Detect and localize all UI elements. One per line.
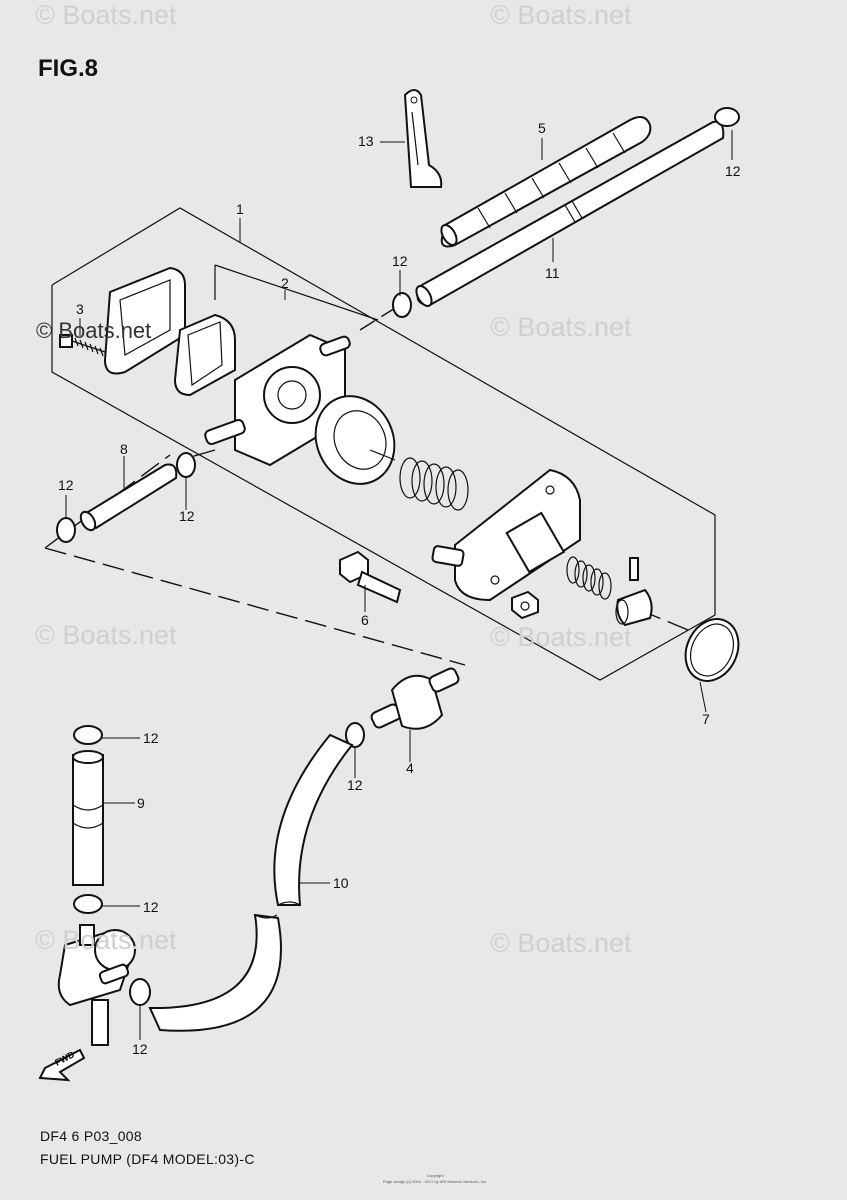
- callout-4: 4: [406, 760, 414, 776]
- pump-diaphragm: [314, 395, 396, 485]
- callout-11: 11: [545, 265, 560, 281]
- page-design-notice: Page design (c) 2004 - 2017 by ARI Netwo…: [382, 1179, 488, 1184]
- watermark: © Boats.net: [490, 928, 632, 958]
- callout-13: 13: [358, 133, 374, 149]
- callout-12-h: 12: [132, 1041, 148, 1057]
- part-13-clip: [403, 89, 443, 188]
- part-10-hose: [148, 733, 354, 1032]
- copyright-label: Copyright: [426, 1173, 444, 1178]
- part-3-screw: [59, 334, 106, 357]
- part-12-clip-e: [345, 722, 365, 748]
- pump-gasket: [173, 313, 236, 397]
- watermark: © Boats.net: [36, 318, 152, 343]
- watermark: © Boats.net: [35, 0, 177, 30]
- callout-3: 3: [76, 301, 84, 317]
- watermark: © Boats.net: [35, 620, 177, 650]
- callout-8: 8: [120, 441, 128, 457]
- callout-5: 5: [538, 120, 546, 136]
- pump-cover: [431, 468, 581, 602]
- callout-12-a: 12: [725, 163, 741, 179]
- part-5-hose: [440, 115, 652, 248]
- watermark: © Boats.net: [35, 925, 177, 955]
- part-11-hose: [415, 120, 725, 307]
- figure-title: FIG.8: [38, 55, 99, 82]
- part-6-bolt: [339, 550, 402, 604]
- part-12-clip-d: [56, 517, 76, 543]
- watermark: © Boats.net: [490, 0, 632, 30]
- leader-lines: [65, 130, 733, 1040]
- callout-9: 9: [137, 795, 145, 811]
- pump-pin: [629, 557, 639, 581]
- part-12-clip-b: [714, 107, 740, 127]
- callout-12-d: 12: [58, 477, 74, 493]
- part-8-hose: [79, 463, 178, 532]
- callout-12-g: 12: [143, 899, 159, 915]
- part-9-hose: [72, 750, 104, 886]
- part-12-clip-c: [176, 452, 196, 478]
- part-12-clip-h: [129, 978, 151, 1006]
- part-4-fuel-filter: [370, 667, 460, 730]
- part-12-clip-f: [73, 725, 103, 745]
- callout-6: 6: [361, 612, 369, 628]
- callout-12-b: 12: [392, 253, 408, 269]
- callout-12-f: 12: [143, 730, 159, 746]
- part-7-o-ring: [684, 618, 740, 682]
- pump-nut: [511, 590, 539, 620]
- fuel-cock: [57, 924, 136, 1046]
- watermark: © Boats.net: [490, 622, 632, 652]
- callout-12-e: 12: [347, 777, 363, 793]
- callout-1: 1: [236, 201, 244, 217]
- callout-2: 2: [281, 275, 289, 291]
- part-12-clip-a: [392, 292, 412, 318]
- callout-7: 7: [702, 711, 710, 727]
- fwd-arrow-icon: FWD: [38, 1048, 86, 1082]
- watermark: © Boats.net: [490, 312, 632, 342]
- diagram-caption: FUEL PUMP (DF4 MODEL:03)-C: [40, 1151, 255, 1167]
- part-12-clip-g: [73, 894, 103, 914]
- pump-spring-large: [399, 457, 469, 511]
- diagram-code: DF4 6 P03_008: [40, 1128, 142, 1144]
- callout-10: 10: [333, 875, 349, 891]
- pump-spring-small: [566, 556, 612, 600]
- callout-12-c: 12: [179, 508, 195, 524]
- pump-valve-cap: [615, 588, 653, 627]
